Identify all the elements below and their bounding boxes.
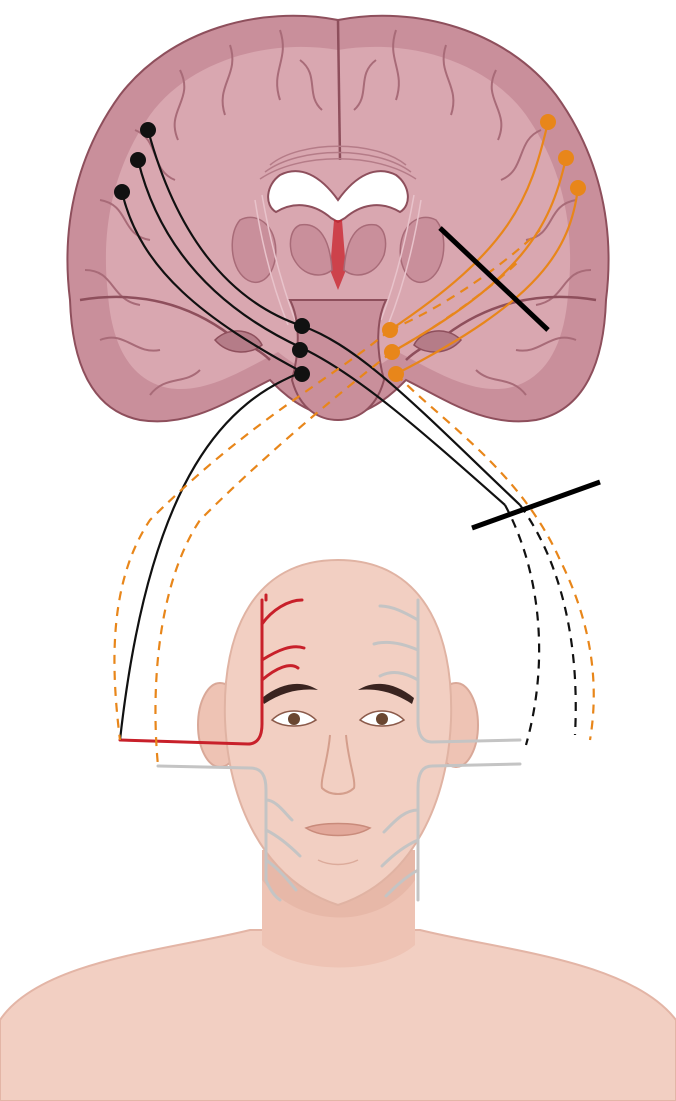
right-iris [376, 713, 388, 725]
neuron-dot-orange-6 [388, 366, 404, 382]
neuron-dot-orange-4 [382, 322, 398, 338]
brain-coronal-section-icon [67, 16, 608, 422]
neuron-dot-orange-5 [384, 344, 400, 360]
neuron-dot-black-4 [294, 318, 310, 334]
neuron-dot-black-6 [294, 366, 310, 382]
peripheral-lesion-bar [472, 482, 600, 528]
neuron-dot-black-1 [140, 122, 156, 138]
neuron-dot-orange-2 [558, 150, 574, 166]
neuron-dot-black-5 [292, 342, 308, 358]
neuron-dot-black-3 [114, 184, 130, 200]
left-iris [288, 713, 300, 725]
neuron-dot-orange-3 [570, 180, 586, 196]
human-head-and-shoulders-icon [0, 560, 676, 1101]
brainstem [290, 300, 386, 420]
neuron-dot-black-2 [130, 152, 146, 168]
neuron-dot-orange-1 [540, 114, 556, 130]
left-tract-dashed [505, 505, 576, 745]
